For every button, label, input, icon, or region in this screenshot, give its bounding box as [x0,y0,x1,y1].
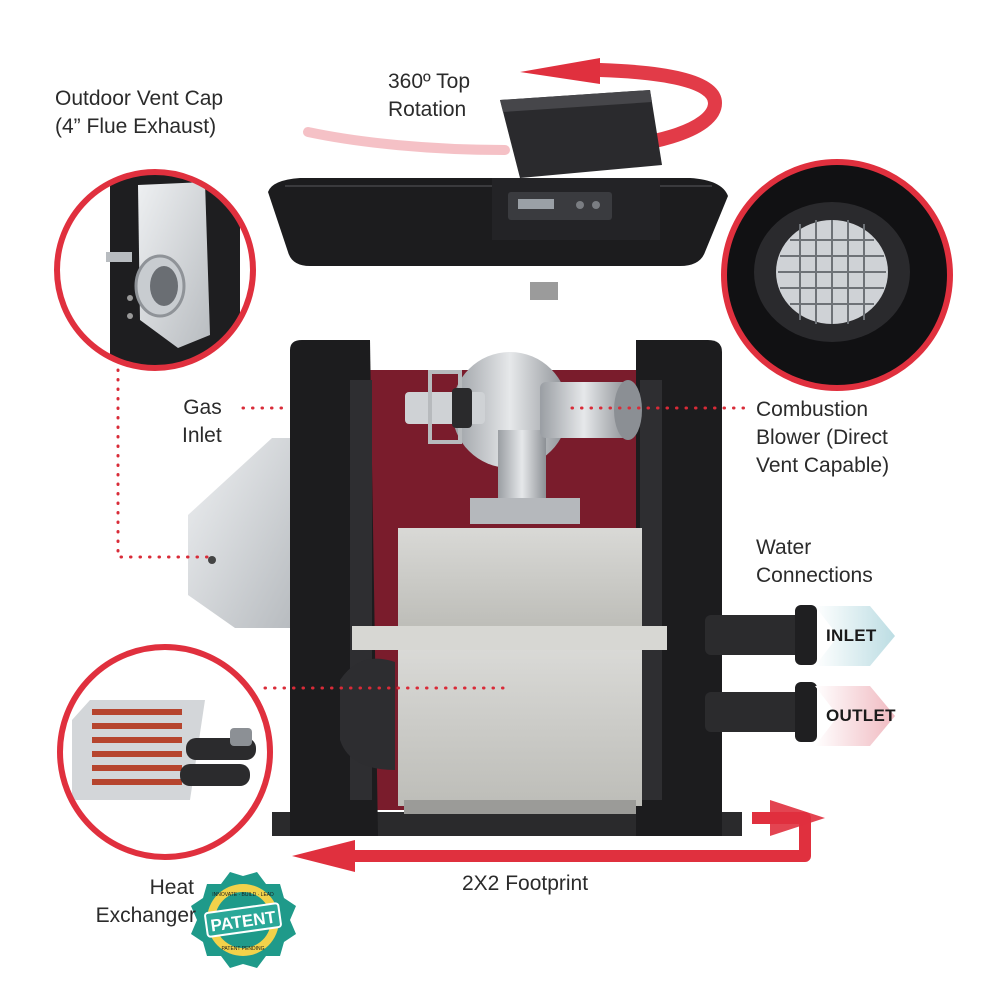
footprint-label: 2X2 Footprint [462,872,589,895]
combustion-blower-label-line-3: Vent Capable) [756,454,890,477]
side-vent-box [188,438,290,628]
inlet-arrow [815,606,895,666]
water-connections-label-line-1: Water [756,536,812,559]
combustion-blower-label: Combustion Blower (Direct Vent Capable) [756,396,889,480]
footprint-arrow [292,800,825,872]
patent-badge-ring-top: INNOVATE · BUILD · LEAD [212,892,274,898]
combustion-blower-label-line-1: Combustion [756,398,869,421]
patent-badge: PATENT INNOVATE · BUILD · LEAD PATENT PE… [191,872,296,968]
top-rotation-label: 360º Top Rotation [388,68,470,124]
gas-inlet-label-line-1: Gas [183,396,222,419]
gas-inlet-label: Gas Inlet [182,394,222,450]
vent-cap-label-line-2: (4” Flue Exhaust) [55,115,217,138]
water-connections-label-line-2: Connections [756,564,873,587]
outlet-label: OUTLET [826,706,896,725]
vent-cap-callout [54,169,256,371]
water-connections-label: Water Connections [756,534,873,590]
heat-exchanger-label-line-2: Exchanger [95,904,196,927]
heat-exchanger-label: Heat Exchanger [80,874,196,930]
heater-body [272,340,817,836]
blower-callout [721,159,953,391]
heat-exchanger-callout [57,644,273,860]
inlet-label: INLET [826,626,877,645]
top-rotation-label-line-2: Rotation [388,98,467,121]
heat-exchanger-label-line-1: Heat [149,876,194,899]
gas-inlet-label-line-2: Inlet [182,424,222,447]
vent-cap-label-line-1: Outdoor Vent Cap [55,87,224,110]
top-rotation-label-line-1: 360º Top [388,70,471,93]
leader-lines [116,368,747,690]
top-lid [268,90,728,300]
combustion-blower-label-line-2: Blower (Direct [756,426,888,449]
vent-cap-label: Outdoor Vent Cap (4” Flue Exhaust) [55,85,223,141]
outlet-arrow [815,686,895,746]
patent-badge-ring-bottom: PATENT PENDING [221,946,264,952]
